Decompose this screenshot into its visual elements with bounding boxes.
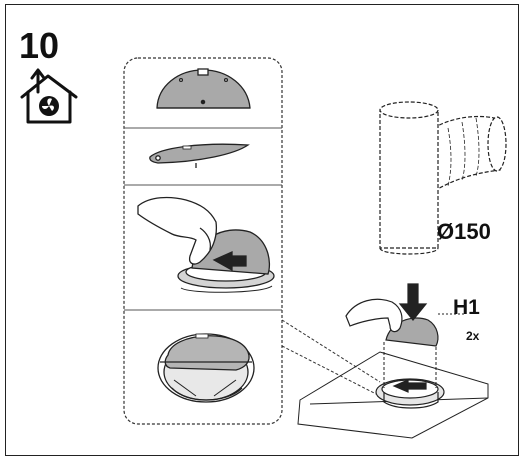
- page-frame: [5, 4, 519, 456]
- cover-side-view: [149, 143, 250, 168]
- detail-panel: [123, 57, 283, 425]
- part-quantity-label: 2x: [466, 329, 480, 343]
- assembled-ring-cover: [157, 333, 255, 403]
- duct-pipe-elbow: [379, 101, 507, 255]
- house-fan-recirculation-icon: [20, 68, 78, 124]
- ceiling-ring-install: [297, 283, 489, 439]
- leader-lines: [281, 319, 381, 397]
- cover-top-view: [156, 68, 251, 109]
- duct-diameter-label: Ø150: [437, 219, 491, 244]
- hand-inserting-cover: [137, 196, 275, 293]
- step-number: 10: [19, 25, 60, 66]
- part-code-label: H1: [453, 296, 480, 319]
